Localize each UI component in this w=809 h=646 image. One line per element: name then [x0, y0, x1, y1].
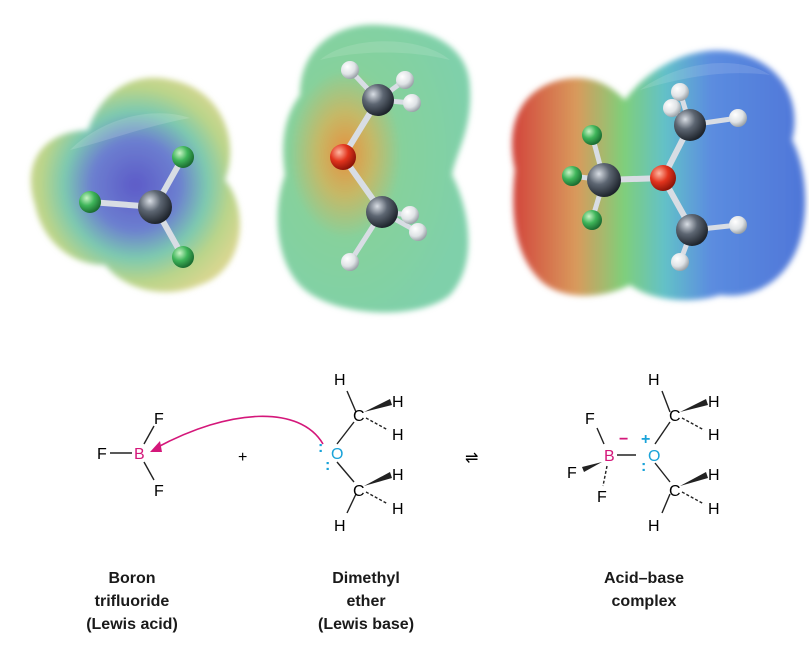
fluorine-ball [79, 191, 101, 213]
electron-pushing-arrow [150, 415, 324, 452]
ether-potential-map [277, 24, 471, 313]
fluorine-ball [562, 166, 582, 186]
caption-line: (Lewis base) [317, 616, 415, 633]
carbon-ball [676, 214, 708, 246]
negative-charge: − [619, 431, 628, 448]
fluorine-ball [582, 125, 602, 145]
atom-hydrogen: H [334, 518, 346, 535]
hydrogen-ball [671, 83, 689, 101]
atom-hydrogen: H [392, 427, 404, 444]
hydrogen-ball [729, 216, 747, 234]
atom-fluorine: F [567, 465, 577, 482]
atom-boron: B [134, 446, 145, 463]
atom-hydrogen: H [708, 394, 720, 411]
ether-caption: Dimethyl ether (Lewis base) [266, 567, 466, 636]
atom-fluorine: F [154, 483, 164, 500]
hydrogen-ball [401, 206, 419, 224]
hydrogen-ball [729, 109, 747, 127]
hydrogen-ball [663, 99, 681, 117]
atom-carbon: C [669, 408, 681, 425]
caption-line: Acid–base [603, 570, 685, 587]
oxygen-ball [650, 165, 676, 191]
atom-boron: B [604, 448, 615, 465]
hydrogen-ball [396, 71, 414, 89]
complex-caption: Acid–base complex [544, 567, 744, 613]
atom-carbon: C [669, 483, 681, 500]
atom-hydrogen: H [708, 427, 720, 444]
hydrogen-ball [403, 94, 421, 112]
plus-sign: + [238, 449, 247, 466]
atom-hydrogen: H [392, 501, 404, 518]
atom-hydrogen: H [334, 372, 346, 389]
atom-fluorine: F [154, 411, 164, 428]
bf3-potential-map [30, 77, 240, 293]
hydrogen-ball [341, 253, 359, 271]
fluorine-ball [172, 146, 194, 168]
atom-carbon: C [353, 408, 365, 425]
caption-line: Boron [108, 570, 156, 587]
atom-hydrogen: H [392, 394, 404, 411]
hydrogen-ball [409, 223, 427, 241]
atom-hydrogen: H [708, 467, 720, 484]
carbon-ball [366, 196, 398, 228]
bf3-structure: F F F B [97, 411, 164, 500]
caption-line: (Lewis acid) [86, 616, 178, 633]
carbon-ball [362, 84, 394, 116]
boron-ball [587, 163, 621, 197]
complex-potential-map [512, 50, 806, 301]
caption-line: Dimethyl [332, 570, 400, 587]
complex-structure: F F F B − O + : H H H C C H H H [567, 372, 720, 535]
caption-line: trifluoride [94, 593, 170, 610]
atom-hydrogen: H [648, 518, 660, 535]
lone-pair: : [318, 439, 323, 456]
fluorine-ball [582, 210, 602, 230]
atom-fluorine: F [597, 489, 607, 506]
equilibrium-arrows: ⇌ [465, 450, 478, 467]
carbon-ball [674, 109, 706, 141]
bf3-caption: Boron trifluoride (Lewis acid) [32, 567, 232, 636]
fluorine-ball [172, 246, 194, 268]
hydrogen-ball [671, 253, 689, 271]
atom-hydrogen: H [648, 372, 660, 389]
atom-fluorine: F [97, 446, 107, 463]
atom-hydrogen: H [708, 501, 720, 518]
hydrogen-ball [341, 61, 359, 79]
atom-fluorine: F [585, 411, 595, 428]
caption-line: ether [346, 593, 386, 610]
positive-charge: + [641, 431, 650, 448]
atom-carbon: C [353, 483, 365, 500]
caption-line: complex [611, 593, 677, 610]
atom-hydrogen: H [392, 467, 404, 484]
lone-pair: : [325, 457, 330, 474]
atom-oxygen: O [648, 448, 660, 465]
oxygen-ball [330, 144, 356, 170]
boron-ball [138, 190, 172, 224]
lone-pair: : [641, 458, 646, 475]
atom-oxygen: O [331, 446, 343, 463]
ether-structure: H H H C O : : C H H H [318, 372, 404, 535]
